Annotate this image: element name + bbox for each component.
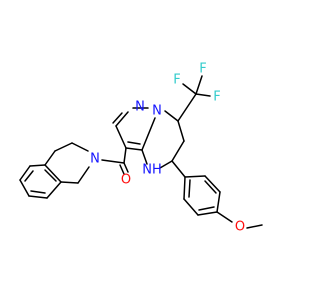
bond-c3-c3a-double [127, 141, 141, 145]
bond-carbonyl-o [123, 162, 129, 173]
molecule-structure-diagram: F F F N N NH N O O [19, 61, 263, 235]
bond-c3-carbonyl [123, 147, 127, 164]
structure-svg: F F F N N NH N O O [19, 62, 263, 235]
bond-c7-c8 [28, 195, 48, 199]
bond-ar5-ar6 [183, 198, 199, 216]
atom-n-amide: N [90, 152, 100, 167]
bond-c2-c3 [115, 125, 127, 149]
atom-nh: NH [142, 163, 162, 178]
atom-n-bridge: N [152, 104, 162, 119]
bond-carbonyl-o-double [119, 164, 125, 175]
bond-n1-c2 [115, 111, 129, 127]
bond-c-f-left [182, 83, 197, 95]
bond-c5-c6 [19, 165, 31, 181]
bond-c7-c8-double [30, 190, 46, 194]
bond-c6-c7 [19, 179, 30, 197]
bond-lines [19, 75, 263, 229]
bond-n-amide-c1 [77, 166, 90, 184]
bond-c5-aryl [171, 160, 186, 178]
bond-c7-n-bridge [164, 110, 179, 122]
bond-c-f-right [195, 93, 211, 97]
bond-c3-c4 [54, 142, 73, 152]
bond-c7-c6 [177, 120, 185, 142]
bond-ar1-ar2 [184, 175, 206, 178]
bond-n1-c2-double [112, 112, 123, 124]
atom-o-methoxy: O [235, 220, 245, 235]
bond-ar6-ar1 [183, 176, 186, 200]
bond-c1-c8a [60, 181, 79, 184]
atom-o-carbonyl: O [121, 173, 131, 188]
bond-c8a-c4a-double [44, 169, 57, 182]
bond-c4a-c5 [29, 164, 46, 167]
bond-ar4-ar5-double [198, 206, 215, 211]
bond-carbonyl-n-amide [101, 159, 125, 164]
atom-f-left: F [173, 73, 180, 88]
bond-c3-c3a [125, 147, 143, 151]
bond-n-amide-c3 [71, 142, 89, 152]
atom-f-top: F [199, 62, 206, 77]
bond-ar4-ar5 [197, 211, 218, 216]
bond-c5-nh [159, 160, 173, 169]
bond-ar2-ar3 [204, 175, 221, 193]
atom-f-right: F [213, 90, 220, 105]
bond-nh-c3a [141, 149, 148, 165]
bond-c8a-c4a [44, 164, 62, 183]
bond-c8-c8a [46, 181, 62, 199]
bond-ar3-ar4 [216, 191, 221, 213]
bond-ar-o-methoxy [216, 211, 233, 223]
bond-ar6-ar1-double [188, 179, 191, 198]
atom-n-pyrazole: N [135, 100, 145, 115]
bond-c4-c4a [44, 150, 56, 166]
bond-ar2-ar3-double [204, 180, 217, 194]
bond-c6-c5 [171, 140, 185, 162]
bond-cf3-c7 [177, 93, 197, 122]
bond-c5-c6-double [24, 170, 34, 182]
bond-c3a-n-bridge [141, 117, 156, 151]
atom-labels: F F F N N NH N O O [90, 62, 245, 235]
bond-o-methyl [246, 224, 263, 229]
bond-c-f-top [195, 75, 203, 95]
